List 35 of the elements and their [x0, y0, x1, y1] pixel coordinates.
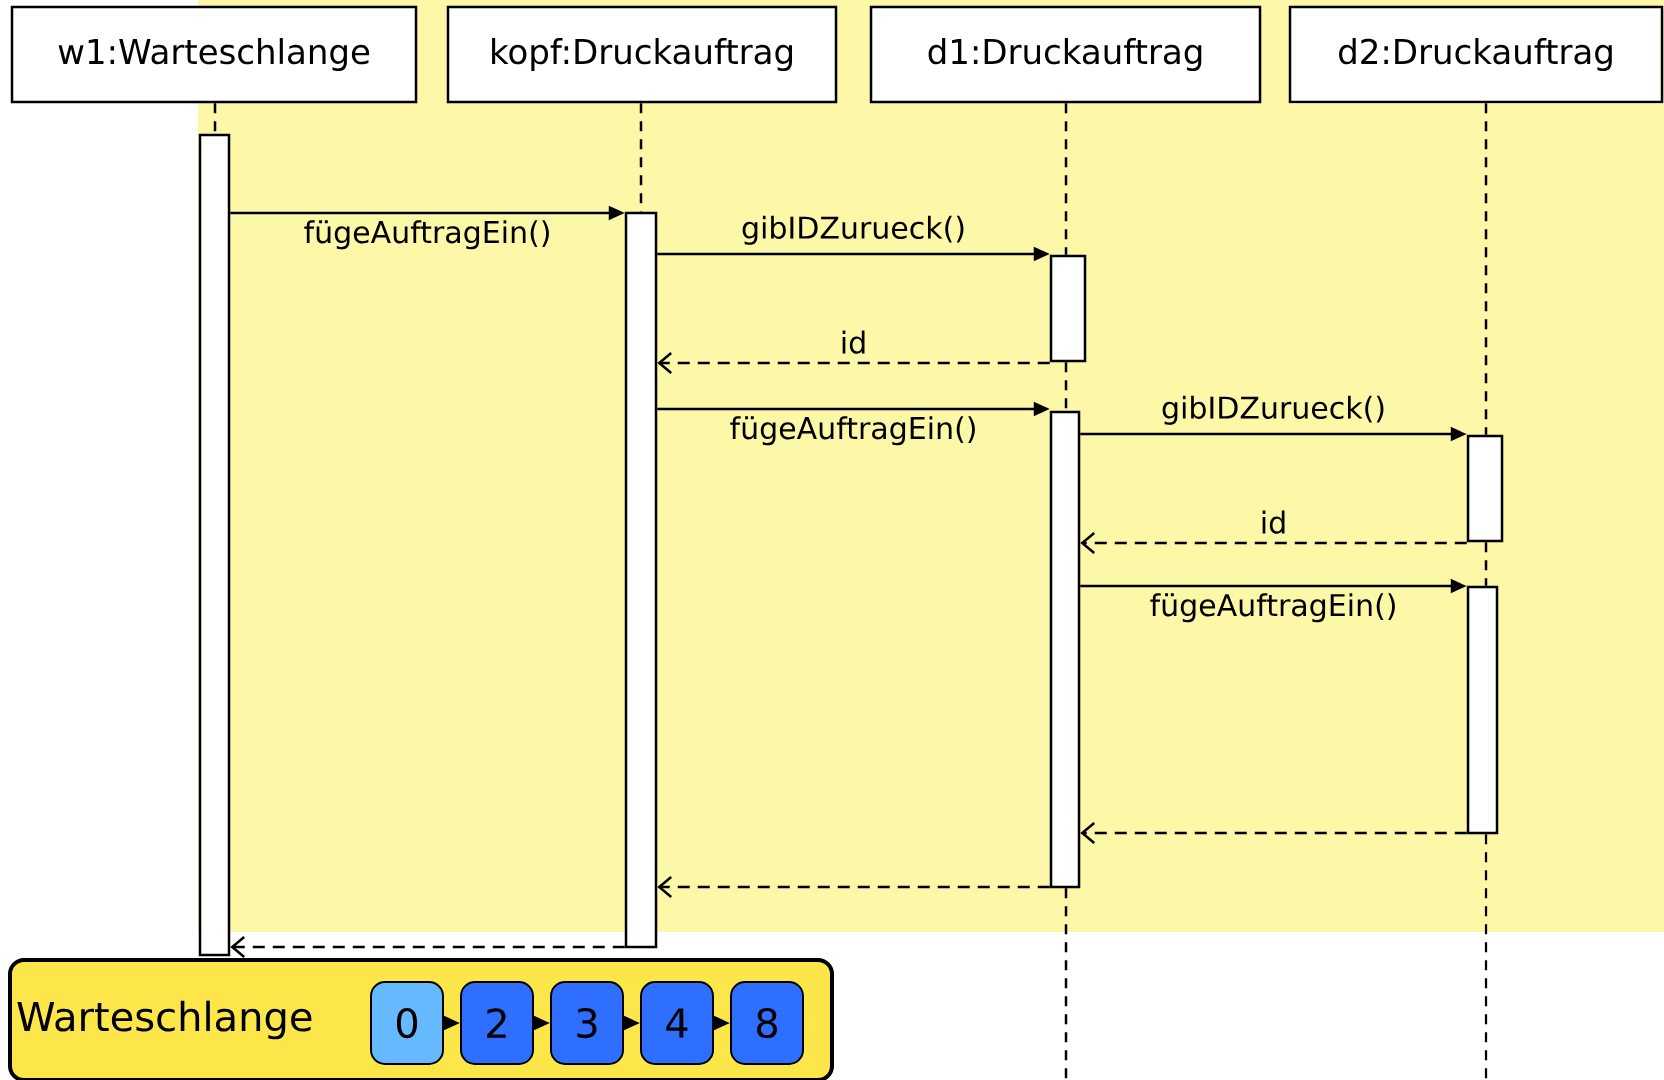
- lifeline: [1484, 103, 1488, 435]
- message-arrow: [230, 936, 625, 958]
- activation-bar: [1049, 410, 1081, 889]
- object-box: w1:Warteschlange: [10, 5, 418, 104]
- activation-bar: [1049, 254, 1087, 363]
- message-label: gibIDZurueck(): [1162, 395, 1384, 425]
- message-arrow: [657, 352, 1050, 374]
- message-arrow: [657, 876, 1050, 898]
- message-label: fügeAuftragEin(): [1150, 593, 1395, 623]
- message-label: gibIDZurueck(): [742, 215, 964, 245]
- message-label: fügeAuftragEin(): [730, 416, 975, 446]
- object-box: d1:Druckauftrag: [869, 5, 1262, 104]
- lifeline: [1484, 834, 1488, 1080]
- object-box: kopf:Druckauftrag: [446, 5, 838, 104]
- message-arrow: [1080, 532, 1467, 554]
- activation-bar: [198, 133, 231, 957]
- lifeline: [213, 103, 217, 134]
- activation-bar: [624, 211, 658, 949]
- object-box: d2:Druckauftrag: [1288, 5, 1664, 104]
- activation-bar: [1466, 585, 1499, 835]
- lifeline: [639, 103, 643, 212]
- lifeline: [1064, 103, 1068, 255]
- queue-element-box: 0: [370, 981, 444, 1065]
- message-label: id: [1262, 510, 1285, 534]
- message-arrow: [1080, 822, 1467, 844]
- queue-element-box: 2: [460, 981, 534, 1065]
- message-label: id: [842, 330, 865, 354]
- activation-bar: [1466, 434, 1504, 543]
- lifeline: [1064, 888, 1068, 1080]
- queue-element-box: 4: [640, 981, 714, 1065]
- message-label: fügeAuftragEin(): [304, 220, 549, 250]
- queue-element-box: 8: [730, 981, 804, 1065]
- lifeline: [1064, 362, 1068, 411]
- queue-element-box: 3: [550, 981, 624, 1065]
- lifeline: [1484, 542, 1488, 586]
